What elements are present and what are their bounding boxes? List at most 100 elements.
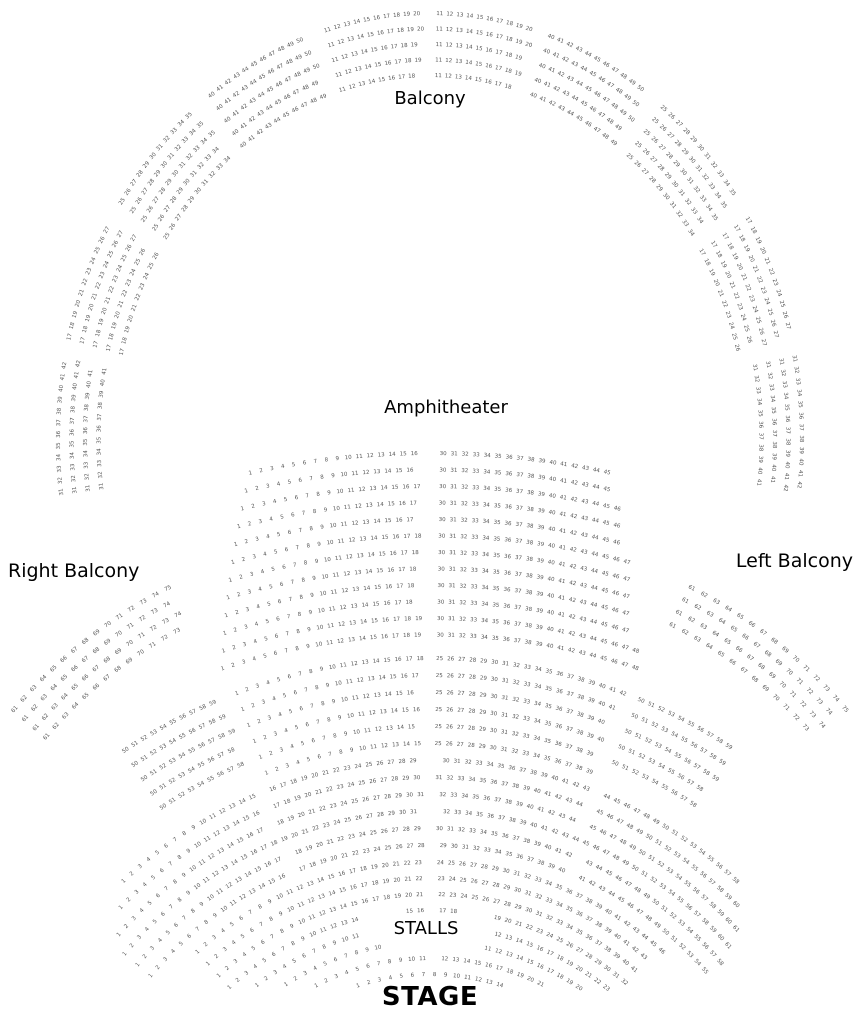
seat-balcony[interactable]: 32 xyxy=(709,161,718,170)
seat-stalls[interactable]: 55 xyxy=(675,896,685,905)
seat-balcony[interactable]: 48 xyxy=(610,102,620,111)
seat-stalls[interactable]: 58 xyxy=(688,800,698,809)
seat-balcony[interactable]: 42 xyxy=(565,41,574,49)
seat-stalls[interactable]: 46 xyxy=(591,844,600,853)
seat-stalls[interactable]: 30 xyxy=(442,758,450,764)
seat-amphitheater[interactable]: 1 xyxy=(222,630,227,637)
seat-amphitheater[interactable]: 30 xyxy=(439,501,447,507)
seat-balcony[interactable]: 14 xyxy=(357,34,366,41)
seat-stalls[interactable]: 39 xyxy=(587,697,596,705)
seat-stalls[interactable]: 19 xyxy=(565,959,574,968)
seat-amphitheater[interactable]: 3 xyxy=(270,466,275,473)
seat-amphitheater[interactable]: 46 xyxy=(613,522,622,530)
seat-balcony[interactable]: 43 xyxy=(557,104,566,113)
seat-amphitheater[interactable]: 16 xyxy=(385,584,393,590)
seat-stalls[interactable]: 8 xyxy=(333,733,338,740)
seat-balcony[interactable]: 18 xyxy=(69,321,77,330)
seat-amphitheater[interactable]: 3 xyxy=(241,659,247,666)
seat-amphitheater[interactable]: 4 xyxy=(252,656,257,663)
seat-stalls[interactable]: 45 xyxy=(648,939,658,948)
seat-stalls[interactable]: 51 xyxy=(654,839,663,848)
seat-amphitheater[interactable]: 44 xyxy=(590,602,599,610)
seat-balcony[interactable]: 33 xyxy=(57,465,63,473)
seat-amphitheater[interactable]: 34 xyxy=(483,486,491,493)
seat-stalls[interactable]: 59 xyxy=(717,758,727,767)
seat-stalls[interactable]: 29 xyxy=(479,726,487,733)
seat-balcony[interactable]: 45 xyxy=(258,73,267,82)
seat-stalls[interactable]: 28 xyxy=(468,708,476,715)
seat-amphitheater[interactable]: 47 xyxy=(621,644,630,652)
seat-right-balcony[interactable]: 73 xyxy=(173,627,182,636)
seat-balcony[interactable]: 19 xyxy=(514,54,523,62)
seat-stalls[interactable]: 33 xyxy=(523,699,531,706)
seat-amphitheater[interactable]: 14 xyxy=(389,452,397,458)
seat-amphitheater[interactable]: 32 xyxy=(461,468,468,474)
seat-amphitheater[interactable]: 2 xyxy=(255,486,260,493)
seat-balcony[interactable]: 27 xyxy=(130,178,139,188)
seat-left-balcony[interactable]: 66 xyxy=(734,645,744,654)
seat-stalls[interactable]: 8 xyxy=(177,854,184,861)
seat-balcony[interactable]: 41 xyxy=(552,52,561,60)
seat-amphitheater[interactable]: 31 xyxy=(450,468,457,474)
seat-balcony[interactable]: 20 xyxy=(127,314,135,323)
seat-balcony[interactable]: 45 xyxy=(274,98,283,107)
seat-stalls[interactable]: 56 xyxy=(700,942,710,952)
seat-stalls[interactable]: 14 xyxy=(328,890,337,898)
seat-amphitheater[interactable]: 37 xyxy=(514,621,522,628)
seat-amphitheater[interactable]: 46 xyxy=(612,539,621,547)
seat-balcony[interactable]: 12 xyxy=(348,83,356,91)
seat-balcony[interactable]: 25 xyxy=(152,223,161,233)
seat-stalls[interactable]: 6 xyxy=(271,951,278,958)
seat-balcony[interactable]: 12 xyxy=(445,58,452,64)
seat-amphitheater[interactable]: 13 xyxy=(349,620,357,627)
seat-stalls[interactable]: 55 xyxy=(178,732,187,741)
seat-amphitheater[interactable]: 6 xyxy=(298,477,303,484)
seat-balcony[interactable]: 42 xyxy=(248,116,257,125)
seat-amphitheater[interactable]: 30 xyxy=(438,550,446,556)
seat-stalls[interactable]: 53 xyxy=(187,785,196,794)
seat-balcony[interactable]: 28 xyxy=(681,127,691,137)
seat-stalls[interactable]: 19 xyxy=(293,795,302,803)
seat-stalls[interactable]: 2 xyxy=(293,976,299,983)
seat-stalls[interactable]: 34 xyxy=(479,829,487,836)
seat-stalls[interactable]: 2 xyxy=(251,703,256,710)
seat-amphitheater[interactable]: 43 xyxy=(581,465,589,472)
seat-amphitheater[interactable]: 39 xyxy=(536,608,544,615)
seat-stalls[interactable]: 53 xyxy=(159,743,168,752)
seat-stalls[interactable]: 49 xyxy=(651,818,660,827)
seat-stalls[interactable]: 16 xyxy=(278,873,287,882)
seat-amphitheater[interactable]: 46 xyxy=(612,556,621,564)
seat-left-balcony[interactable]: 62 xyxy=(693,603,702,612)
seat-stalls[interactable]: 50 xyxy=(149,788,159,797)
seat-amphitheater[interactable]: 34 xyxy=(481,585,489,592)
seat-stalls[interactable]: 34 xyxy=(486,762,494,769)
seat-balcony[interactable]: 35 xyxy=(710,213,719,223)
seat-stalls[interactable]: 18 xyxy=(383,894,391,901)
seat-balcony[interactable]: 35 xyxy=(783,404,790,412)
seat-stalls[interactable]: 8 xyxy=(177,896,184,903)
seat-balcony[interactable]: 29 xyxy=(680,147,690,157)
seat-stalls[interactable]: 29 xyxy=(503,884,512,892)
seat-balcony[interactable]: 13 xyxy=(351,51,360,59)
seat-amphitheater[interactable]: 12 xyxy=(362,470,369,477)
seat-balcony[interactable]: 33 xyxy=(794,378,801,386)
seat-right-balcony[interactable]: 62 xyxy=(20,695,29,704)
seat-stalls[interactable]: 11 xyxy=(286,888,295,896)
seat-stalls[interactable]: 47 xyxy=(623,880,633,889)
seat-amphitheater[interactable]: 2 xyxy=(232,645,237,652)
seat-stalls[interactable]: 24 xyxy=(373,846,381,853)
seat-amphitheater[interactable]: 39 xyxy=(537,541,545,548)
seat-stalls[interactable]: 32 xyxy=(458,827,465,834)
seat-stalls[interactable]: 34 xyxy=(494,849,502,856)
seat-stalls[interactable]: 39 xyxy=(547,863,556,871)
seat-amphitheater[interactable]: 43 xyxy=(579,616,588,624)
seat-right-balcony[interactable]: 63 xyxy=(51,702,61,712)
seat-right-balcony[interactable]: 65 xyxy=(71,682,81,691)
seat-balcony[interactable]: 45 xyxy=(588,70,597,79)
seat-stalls[interactable]: 32 xyxy=(472,845,480,852)
seat-amphitheater[interactable]: 46 xyxy=(611,624,620,632)
seat-stalls[interactable]: 49 xyxy=(621,859,630,868)
seat-balcony[interactable]: 33 xyxy=(781,381,788,389)
seat-left-balcony[interactable]: 61 xyxy=(668,622,677,631)
seat-stalls[interactable]: 57 xyxy=(708,950,717,960)
